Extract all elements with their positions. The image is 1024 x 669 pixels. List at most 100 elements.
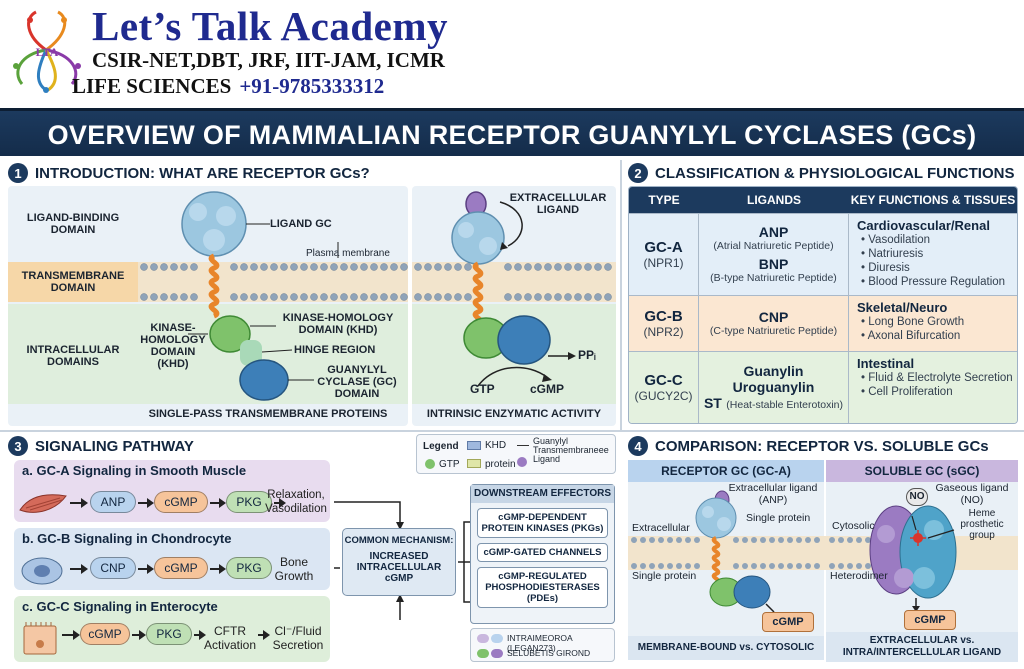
pathway-a-step: PKG — [226, 491, 272, 513]
section4-heading: 4 COMPARISON: RECEPTOR VS. SOLUBLE GCs — [628, 436, 989, 456]
type-cell: GC-B (NPR2) — [629, 296, 699, 351]
legend-khd: KHD — [485, 440, 507, 451]
gc-domain-right-icon — [497, 315, 551, 365]
downstream-effectors-box: DOWNSTREAM EFFECTORS cGMP-DEPENDENT PROT… — [470, 484, 615, 624]
ligand-st-line: ST (Heat-stable Enterotoxin) — [704, 395, 843, 412]
function-item: Vasodilation — [857, 233, 1017, 247]
receptor-gc-catalytic-icon — [733, 575, 771, 609]
legend-guanylyl: Guanylyl Transmembraneee Ligand — [533, 436, 609, 464]
function-item: Blood Pressure Regulation — [857, 275, 1017, 289]
legend-swatch-icon — [491, 649, 503, 658]
chondrocyte-icon — [21, 557, 63, 585]
ligand-desc: (C-type Natriuretic Peptide) — [709, 325, 838, 337]
type-alias: (NPR2) — [643, 325, 684, 339]
horizontal-divider — [0, 430, 1024, 432]
ligand-name: ANP — [758, 224, 789, 240]
secondary-legend: INTRAIMEOROA (LEGAN273) SELUBETIS GIROND — [470, 628, 615, 662]
ligand-binding-domain-icon — [181, 191, 247, 257]
ppi-label: PPᵢ — [578, 348, 596, 362]
plasma-membrane — [138, 262, 616, 302]
transmembrane-helix-icon — [208, 253, 220, 319]
mechanism-title: COMMON MECHANISM: — [344, 535, 454, 546]
legend-gtp: GTP — [439, 459, 460, 470]
heterodimer-label: Heterodimer — [830, 570, 888, 582]
ligand-cell: Guanylin Uroguanylin ST (Heat-stable Ent… — [699, 352, 849, 423]
mechanism-body: INCREASED INTRACELLULAR cGMP — [356, 551, 442, 584]
function-item: Natriuresis — [857, 247, 1017, 261]
khd-swatch-icon — [467, 441, 481, 450]
function-item: Fluid & Electrolyte Secretion — [857, 371, 1017, 385]
section4-number: 4 — [628, 436, 648, 456]
pathway-c-title: c. GC-C Signaling in Enterocyte — [22, 599, 218, 614]
function-title: Intestinal — [857, 356, 915, 371]
heme-label: Heme prosthetic group — [960, 508, 1004, 541]
soluble-gc-heading: SOLUBLE GC (sGC) — [826, 460, 1018, 482]
no-ligand-badge: NO — [906, 488, 928, 506]
ligand-gc-label: LIGAND GC — [270, 218, 332, 230]
pathway-a-outcome: Relaxation, Vasodilation — [265, 489, 327, 515]
section3-title: SIGNALING PATHWAY — [35, 437, 194, 455]
binding-arrow-icon — [499, 201, 523, 247]
right-footer: EXTRACELLULAR vs. INTRA/INTERCELLULAR LI… — [826, 632, 1018, 662]
section2-title: CLASSIFICATION & PHYSIOLOGICAL FUNCTIONS — [655, 164, 1015, 182]
receptor-gc-helix-icon — [711, 536, 721, 585]
ligand-cell: ANP (Atrial Natriuretic Peptide) BNP (B-… — [699, 214, 849, 295]
gc-domain-icon — [239, 359, 289, 401]
hinge-region-label: HINGE REGION — [294, 344, 376, 356]
ligand-swatch-icon — [517, 457, 527, 467]
logo-text: LTA — [36, 45, 59, 59]
cytosolic-label: Cytosolic — [832, 520, 875, 532]
academy-logo-icon: LTA — [13, 10, 81, 93]
ext-ligand-label: Extracellular ligand (ANP) — [728, 482, 818, 506]
type-cell: GC-A (NPR1) — [629, 214, 699, 295]
function-item: Diuresis — [857, 261, 1017, 275]
legend-swatch-icon — [477, 634, 489, 643]
classification-table: TYPE LIGANDS KEY FUNCTIONS & TISSUES GC-… — [628, 186, 1018, 424]
page-title: OVERVIEW OF MAMMALIAN RECEPTOR GUANYLYL … — [47, 120, 977, 150]
legend-swatch-icon — [477, 649, 489, 658]
pathway-c-step: PKG — [146, 623, 192, 645]
effector-item: cGMP-REGULATED PHOSPHODIESTERASES (PDEs) — [477, 567, 608, 608]
table-row: GC-B (NPR2) CNP (C-type Natriuretic Pept… — [629, 295, 1017, 351]
pathway-c-outcome: Cl⁻/Fluid Secretion — [272, 624, 324, 652]
intracellular-band — [8, 304, 408, 404]
type-name: GC-C — [644, 372, 683, 389]
section1-title: INTRODUCTION: WHAT ARE RECEPTOR GCs? — [35, 164, 370, 182]
khd-left-label: KINASE-HOMOLOGY DOMAIN (KHD) — [140, 322, 206, 370]
hinge-region-icon — [240, 340, 262, 366]
type-name: GC-B — [644, 308, 683, 325]
khd-right-label: KINASE-HOMOLOGY DOMAIN (KHD) — [282, 312, 394, 336]
ligand-binding-domain-right-icon — [451, 211, 505, 265]
pathway-b-outcome: Bone Growth — [274, 555, 314, 583]
receptor-gc-binding-icon — [695, 497, 737, 539]
single-protein-top-label: Single protein — [746, 512, 811, 524]
section2-number: 2 — [628, 163, 648, 183]
function-cell: Cardiovascular/Renal Vasodilation Natriu… — [849, 214, 1017, 295]
extracellular-label: Extracellular — [632, 522, 690, 534]
gtp-label: GTP — [470, 382, 495, 396]
single-protein-bottom-label: Single protein — [632, 570, 697, 582]
effectors-title: DOWNSTREAM EFFECTORS — [471, 485, 614, 503]
caption-single-pass: SINGLE-PASS TRANSMEMBRANE PROTEINS — [148, 408, 388, 420]
legend-title: Legend — [423, 441, 459, 452]
gaseous-ligand-label: Gaseous ligand (NO) — [935, 482, 1009, 506]
type-name: GC-A — [644, 239, 683, 256]
ligand-desc: (Heat-stable Enterotoxin) — [726, 399, 844, 411]
legend2-item: SELUBETIS GIROND — [507, 648, 591, 658]
enterocyte-icon — [23, 622, 57, 655]
ligand-name: CNP — [758, 309, 789, 325]
ligand-name: BNP — [758, 256, 789, 272]
ligand-name: Uroguanylin — [732, 379, 815, 395]
function-cell: Intestinal Fluid & Electrolyte Secretion… — [849, 352, 1017, 423]
smooth-muscle-icon — [19, 494, 67, 513]
cgmp-right-box: cGMP — [904, 610, 956, 630]
section1-heading: 1 INTRODUCTION: WHAT ARE RECEPTOR GCs? — [8, 163, 370, 183]
protein-swatch-icon — [467, 459, 481, 468]
type-alias: (GUCY2C) — [634, 389, 693, 403]
ligand-name: ST — [703, 395, 722, 411]
gtp-swatch-icon — [425, 459, 435, 469]
exam-list: CSIR-NET,DBT, JRF, IIT-JAM, ICMR — [92, 48, 445, 72]
intracellular-label: INTRACELLULAR DOMAINS — [26, 344, 120, 368]
table-header: TYPE LIGANDS KEY FUNCTIONS & TISSUES — [629, 187, 1017, 213]
ligand-binding-label: LIGAND-BINDING DOMAIN — [26, 212, 120, 236]
